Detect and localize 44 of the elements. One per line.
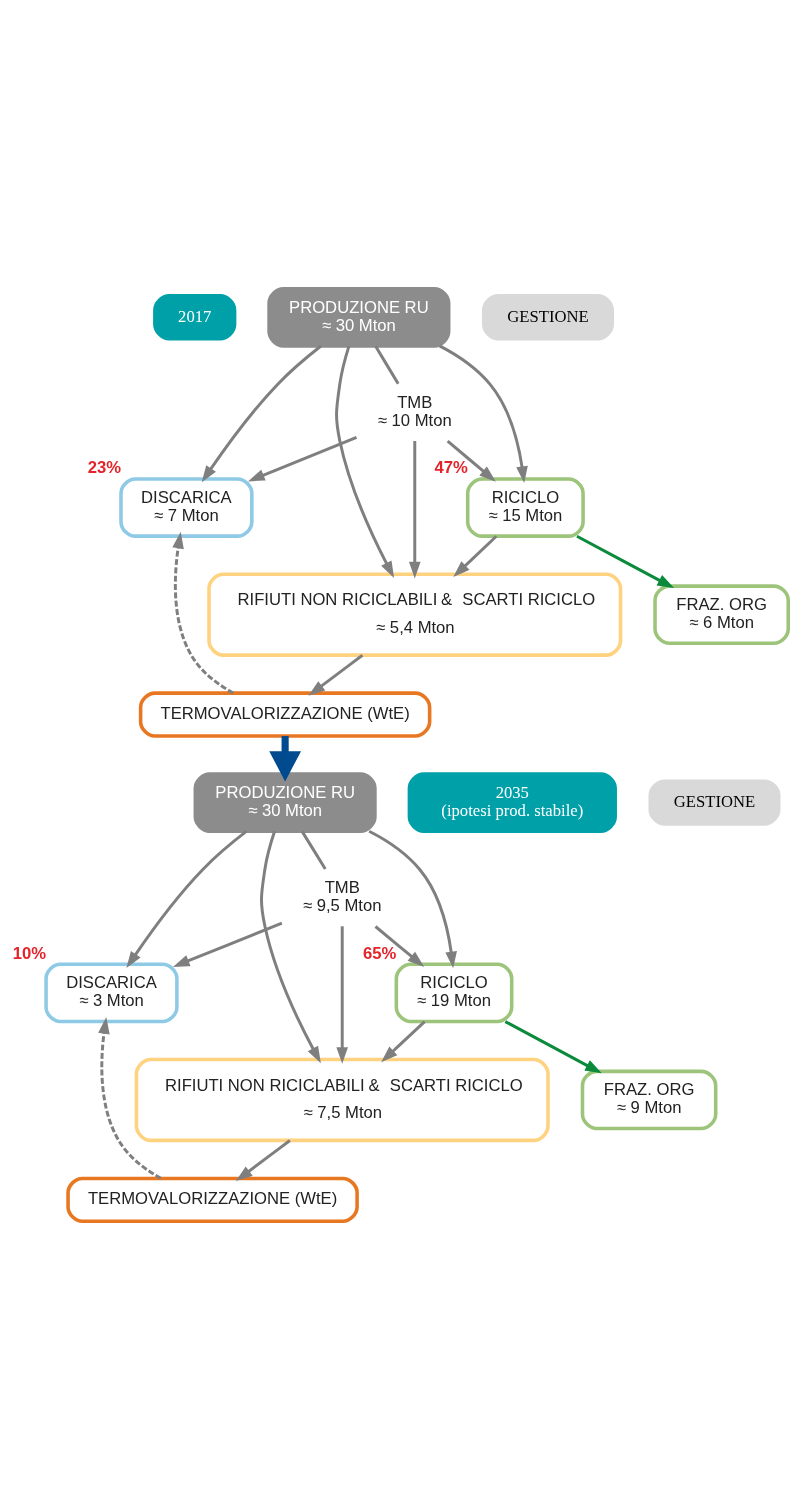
node-label: 65% <box>363 943 397 963</box>
arrow <box>374 925 425 967</box>
arrow <box>260 830 321 1064</box>
arrow <box>335 345 395 578</box>
arrow <box>201 344 322 483</box>
node-box: RIFIUTI NON RICICLABILI & SCARTI RICICLO ≈ 5,4 Mton <box>207 572 623 657</box>
node-box: RIFIUTI NON RICICLABILI & SCARTI RICICLO ≈ 7,5 Mton <box>134 1057 550 1143</box>
node-box: 2017 <box>153 294 237 341</box>
node-box: FRAZ. ORG ≈ 9 Mton <box>580 1069 718 1131</box>
node-box: 2035 (ipotesi prod. stabile) <box>407 772 617 833</box>
node-text: TMB ≈ 10 Mton <box>377 392 452 430</box>
arrow <box>446 440 496 482</box>
node-box: DISCARICA ≈ 7 Mton <box>119 477 254 538</box>
arrow <box>453 535 498 578</box>
arrow <box>381 1020 426 1063</box>
arrow <box>336 926 349 1064</box>
arrow <box>308 654 364 696</box>
arrow <box>248 435 358 482</box>
node-box: PRODUZIONE RU ≈ 30 Mton <box>193 772 377 833</box>
arrow <box>576 535 675 589</box>
node-label: 47% <box>434 458 468 478</box>
node-text: TMB ≈ 9,5 Mton <box>302 878 382 916</box>
connector <box>374 345 400 385</box>
arrow <box>172 921 283 967</box>
arrow <box>98 1017 162 1180</box>
node-box: GESTIONE <box>481 294 614 341</box>
node-box: PRODUZIONE RU ≈ 30 Mton <box>267 286 451 348</box>
arrow <box>438 344 528 484</box>
node-box: DISCARICA ≈ 3 Mton <box>44 962 179 1024</box>
arrow <box>504 1020 602 1074</box>
node-box: TERMOVALORIZZAZIONE (WtE) <box>138 691 432 738</box>
connector <box>301 830 327 870</box>
node-box: TERMOVALORIZZAZIONE (WtE) <box>66 1176 359 1224</box>
arrow <box>368 829 457 969</box>
arrow <box>172 531 234 695</box>
node-label: 23% <box>87 458 121 478</box>
node-box: FRAZ. ORG ≈ 6 Mton <box>653 584 791 645</box>
arrow <box>126 830 248 969</box>
node-box: GESTIONE <box>648 779 781 826</box>
arrow <box>408 441 421 579</box>
node-box: RICICLO ≈ 19 Mton <box>394 962 514 1024</box>
arrow <box>235 1139 291 1182</box>
node-box: RICICLO ≈ 15 Mton <box>465 477 585 538</box>
node-label: 10% <box>12 943 47 963</box>
